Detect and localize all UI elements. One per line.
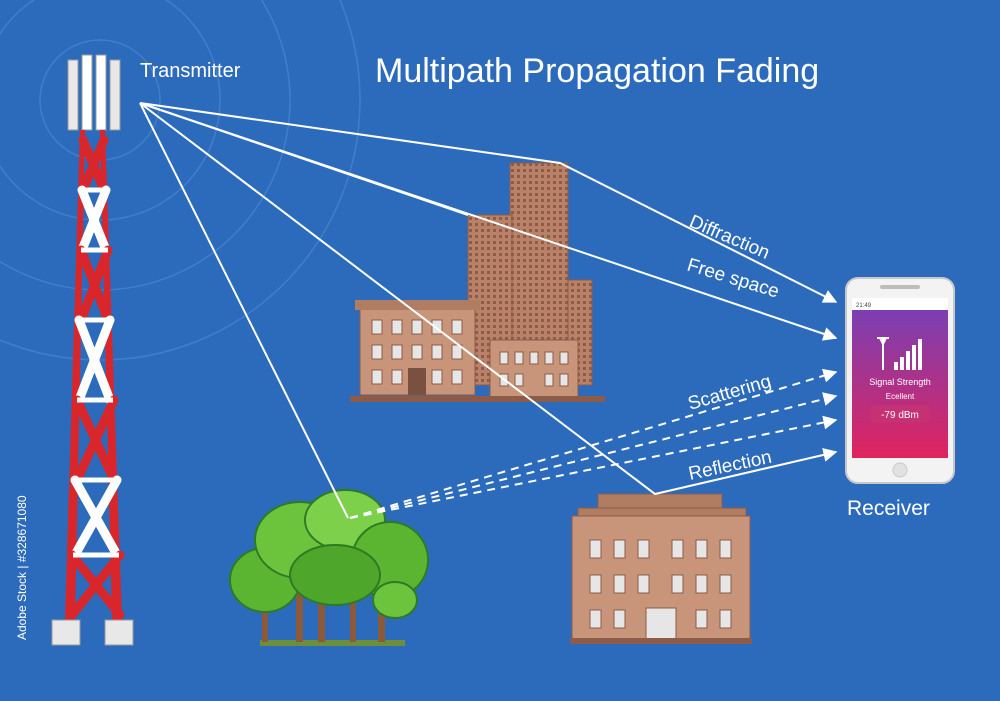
trees bbox=[229, 489, 429, 646]
reflection-building bbox=[570, 493, 752, 644]
signal-paths bbox=[139, 102, 838, 519]
signal-wave-arcs bbox=[0, 0, 361, 361]
signal-quality: Ecellent bbox=[886, 392, 915, 401]
transmitter-tower bbox=[51, 54, 134, 646]
signal-value: -79 dBm bbox=[881, 410, 919, 421]
free-space-label: Free space bbox=[685, 255, 782, 303]
receiver-phone: 21:49 Signal Strength Ecellent -79 dBm bbox=[845, 277, 955, 484]
diffraction-label: Diffraction bbox=[686, 211, 773, 264]
receiver-label: Receiver bbox=[847, 497, 930, 520]
scattering-paths bbox=[349, 368, 838, 519]
phone-status-time: 21:49 bbox=[856, 303, 872, 309]
antenna-panels-icon bbox=[67, 54, 121, 131]
page-title: Multipath Propagation Fading bbox=[375, 52, 819, 90]
diffraction-path bbox=[139, 102, 838, 303]
reflection-label: Reflection bbox=[687, 447, 774, 485]
watermark-side-text: Adobe Stock | #328671080 bbox=[15, 495, 29, 640]
signal-strength-title: Signal Strength bbox=[869, 377, 931, 387]
signal-bars-icon bbox=[877, 337, 922, 370]
scattering-label: Scattering bbox=[686, 371, 774, 415]
office-buildings bbox=[350, 162, 605, 402]
transmitter-label: Transmitter bbox=[140, 60, 241, 82]
reflection-path bbox=[139, 102, 838, 496]
